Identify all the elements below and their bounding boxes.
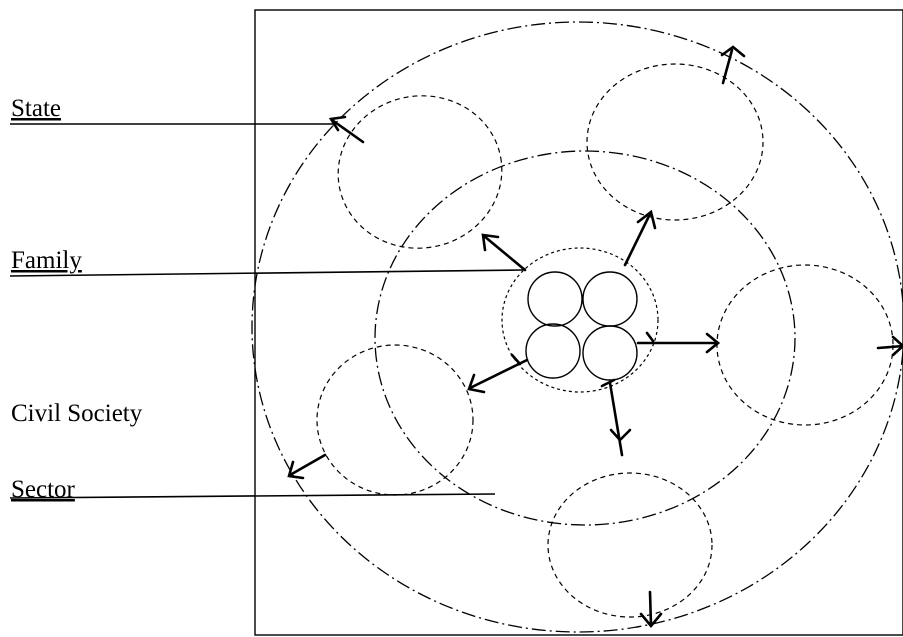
sector-ellipse-left xyxy=(316,344,474,496)
arrow-family-upper-left xyxy=(481,233,527,272)
family-label: Family xyxy=(11,247,82,274)
individual-circle-bottom-left xyxy=(525,323,581,379)
arrow-family-lower-left xyxy=(467,358,529,394)
civil-society-label: Civil Society xyxy=(11,400,143,427)
sector-ellipse-top-left xyxy=(337,95,503,249)
arrow-state-right xyxy=(876,335,903,357)
arrow-state-top xyxy=(720,45,746,85)
tick-family-left xyxy=(510,353,522,366)
individual-circle-top-right xyxy=(582,271,638,327)
arrow-state-left xyxy=(328,115,365,144)
arrow-family-bottom xyxy=(608,381,632,457)
sector-ellipse-bottom xyxy=(547,472,713,618)
arrow-family-right xyxy=(636,332,721,354)
civil-society-circle xyxy=(374,150,796,526)
sector-ellipse-top-right xyxy=(586,63,764,221)
individual-circle-bottom-right xyxy=(582,325,638,381)
individual-circle-top-left xyxy=(527,271,583,327)
tick-family-bottom xyxy=(600,378,616,388)
sector-ellipse-right xyxy=(716,264,894,426)
arrow-family-upper-right xyxy=(623,209,657,267)
arrow-state-lower-left xyxy=(287,453,327,480)
state-circle xyxy=(251,21,903,633)
arrows xyxy=(287,45,903,629)
arrow-state-bottom xyxy=(639,590,663,629)
frame-rectangle xyxy=(254,9,903,636)
family-leader-line xyxy=(9,269,524,277)
state-label: State xyxy=(11,95,61,122)
sector-label: Sector xyxy=(11,476,76,503)
family-circle xyxy=(501,247,659,393)
tick-family-right xyxy=(645,331,655,343)
sector-leader-line xyxy=(9,493,496,499)
